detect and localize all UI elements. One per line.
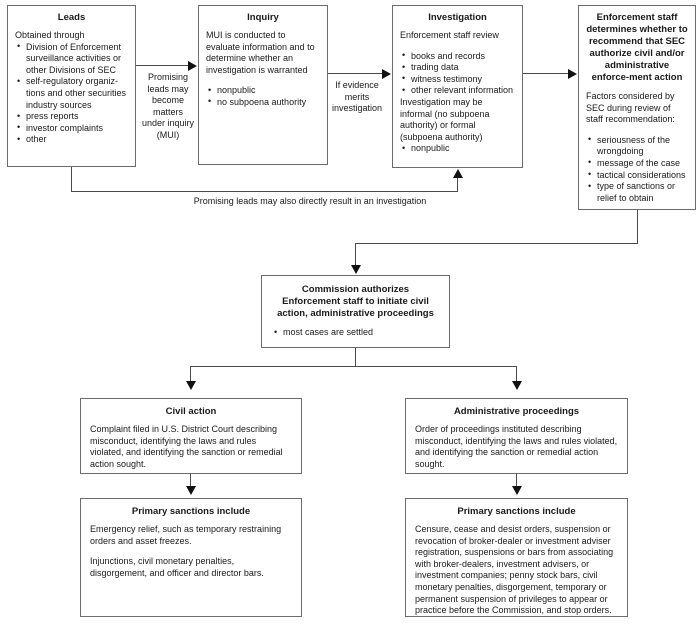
list-item: nonpublic [400,143,515,155]
connector-commission-split-down [355,348,356,366]
arrow-leads-to-inquiry [188,60,197,71]
arrow-investigation-to-enforcement [568,68,577,79]
list-item: books and records [400,50,515,63]
list-item: press reports [15,111,128,123]
box-inquiry-intro: MUI is conducted to evaluate information… [206,30,315,75]
list-item: no subpoena authority [206,96,320,109]
box-leads-title: Leads [57,12,86,23]
box-investigation: Investigation Enforcement staff review b… [392,5,523,168]
box-leads-intro: Obtained through [15,30,85,40]
connector-enforcement-down [637,210,638,243]
box-commission-title: Commission authorizes Enforcement staff … [277,284,434,319]
box-enforcement-staff: Enforcement staff determines whether to … [578,5,696,210]
box-investigation-intro: Enforcement staff review [400,30,499,40]
connector-inquiry-to-investigation [328,73,382,74]
arrow-civil-to-sanctions [185,486,196,495]
box-civil-sanctions: Primary sanctions include Emergency reli… [80,498,302,617]
connector-split-left-down [190,366,191,381]
list-item: other [15,134,128,146]
box-commission: Commission authorizes Enforcement staff … [261,275,450,348]
box-civil-sanctions-para1: Emergency relief, such as temporary rest… [90,524,282,546]
list-item: message of the case [586,157,688,170]
box-civil-action: Civil action Complaint filed in U.S. Dis… [80,398,302,474]
box-investigation-note: Investigation may be informal (no subpoe… [400,96,490,142]
box-enforcement-staff-intro: Factors considered by SEC during review … [586,91,675,125]
box-admin-sanctions-para1: Censure, cease and desist orders, suspen… [415,524,614,616]
list-item: tactical considerations [586,169,688,182]
list-item: self-regulatory organiz-tions and other … [15,76,128,111]
box-admin-sanctions: Primary sanctions include Censure, cease… [405,498,628,617]
edge-label-leads-direct: Promising leads may also directly result… [193,196,427,206]
connector-leads-direct-across [71,191,458,192]
box-enforcement-staff-list: seriousness of the wrongdoing message of… [586,134,688,205]
box-civil-sanctions-para2: Injunctions, civil monetary penalties, d… [90,556,264,578]
box-commission-list: most cases are settled [272,327,439,339]
connector-leads-to-inquiry [136,65,188,66]
list-item: nonpublic [206,85,320,97]
edge-label-inquiry-to-investigation: If evidence merits investigation [331,80,383,114]
box-civil-action-body: Complaint filed in U.S. District Court d… [90,424,283,469]
box-administrative-proceedings-body: Order of proceedings instituted describi… [415,424,618,469]
list-item: other relevant information [400,85,515,97]
arrow-leads-direct-to-investigation [452,169,463,178]
arrow-to-administrative-proceedings [511,381,522,390]
connector-enforcement-across [355,243,638,244]
list-item: Division of Enforcement surveillance act… [15,41,128,77]
box-civil-sanctions-title: Primary sanctions include [131,506,251,517]
arrow-to-commission [350,265,361,274]
connector-commission-split-across [190,366,517,367]
connector-leads-direct-up [457,178,458,191]
connector-admin-to-sanctions [516,474,517,486]
list-item: investor complaints [15,122,128,135]
list-item: trading data [400,62,515,74]
arrow-admin-to-sanctions [511,486,522,495]
box-leads: Leads Obtained through Division of Enfor… [7,5,136,167]
connector-split-right-down [516,366,517,381]
box-administrative-proceedings: Administrative proceedings Order of proc… [405,398,628,474]
box-admin-sanctions-title: Primary sanctions include [457,506,576,517]
box-inquiry-list: nonpublic no subpoena authority [206,85,320,108]
box-enforcement-staff-title: Enforcement staff determines whether to … [586,12,688,83]
box-administrative-proceedings-title: Administrative proceedings [453,406,580,417]
box-investigation-title: Investigation [428,12,487,23]
list-item: witness testimony [400,73,515,86]
arrow-to-civil-action [185,381,196,390]
box-inquiry-title: Inquiry [247,12,279,23]
list-item: seriousness of the wrongdoing [586,134,688,158]
box-civil-action-title: Civil action [165,406,217,417]
connector-leads-direct-down [71,167,72,191]
box-inquiry: Inquiry MUI is conducted to evaluate inf… [198,5,328,165]
list-item: type of sanctions or relief to obtain [586,181,688,204]
box-leads-list: Division of Enforcement surveillance act… [15,41,128,146]
box-investigation-list: books and records trading data witness t… [400,50,515,97]
box-investigation-note-list: nonpublic [400,143,515,155]
list-item: most cases are settled [272,327,439,339]
connector-investigation-to-enforcement [523,73,568,74]
edge-label-leads-to-inquiry: Promising leads may become matters under… [141,72,195,140]
connector-commission-down [355,243,356,265]
connector-civil-to-sanctions [190,474,191,486]
arrow-inquiry-to-investigation [382,68,391,79]
